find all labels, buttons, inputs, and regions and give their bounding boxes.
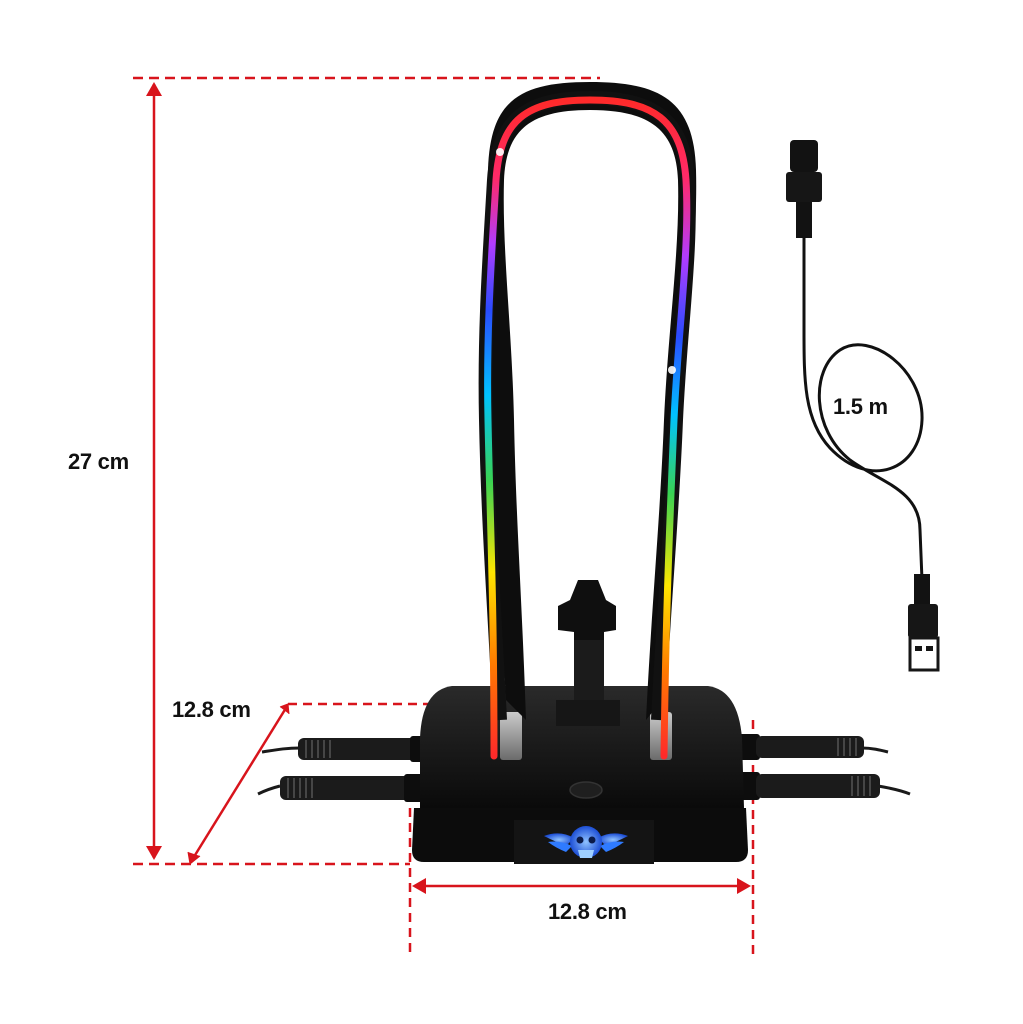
usb-a-plug-icon — [908, 574, 940, 672]
usb-cable — [786, 140, 940, 672]
depth-label: 12.8 cm — [172, 697, 251, 722]
usb-c-plug-icon — [786, 140, 822, 238]
rgb-arch — [478, 82, 697, 760]
height-label: 27 cm — [68, 449, 129, 474]
left-cables — [257, 736, 432, 802]
width-dimension — [408, 720, 755, 958]
height-dimension — [133, 76, 600, 866]
depth-dimension — [187, 702, 440, 865]
skull-logo-icon — [544, 826, 628, 858]
right-cables — [738, 734, 911, 800]
headset-hook — [556, 580, 620, 726]
width-label: 12.8 cm — [548, 899, 627, 924]
cable-length-label: 1.5 m — [833, 394, 888, 419]
